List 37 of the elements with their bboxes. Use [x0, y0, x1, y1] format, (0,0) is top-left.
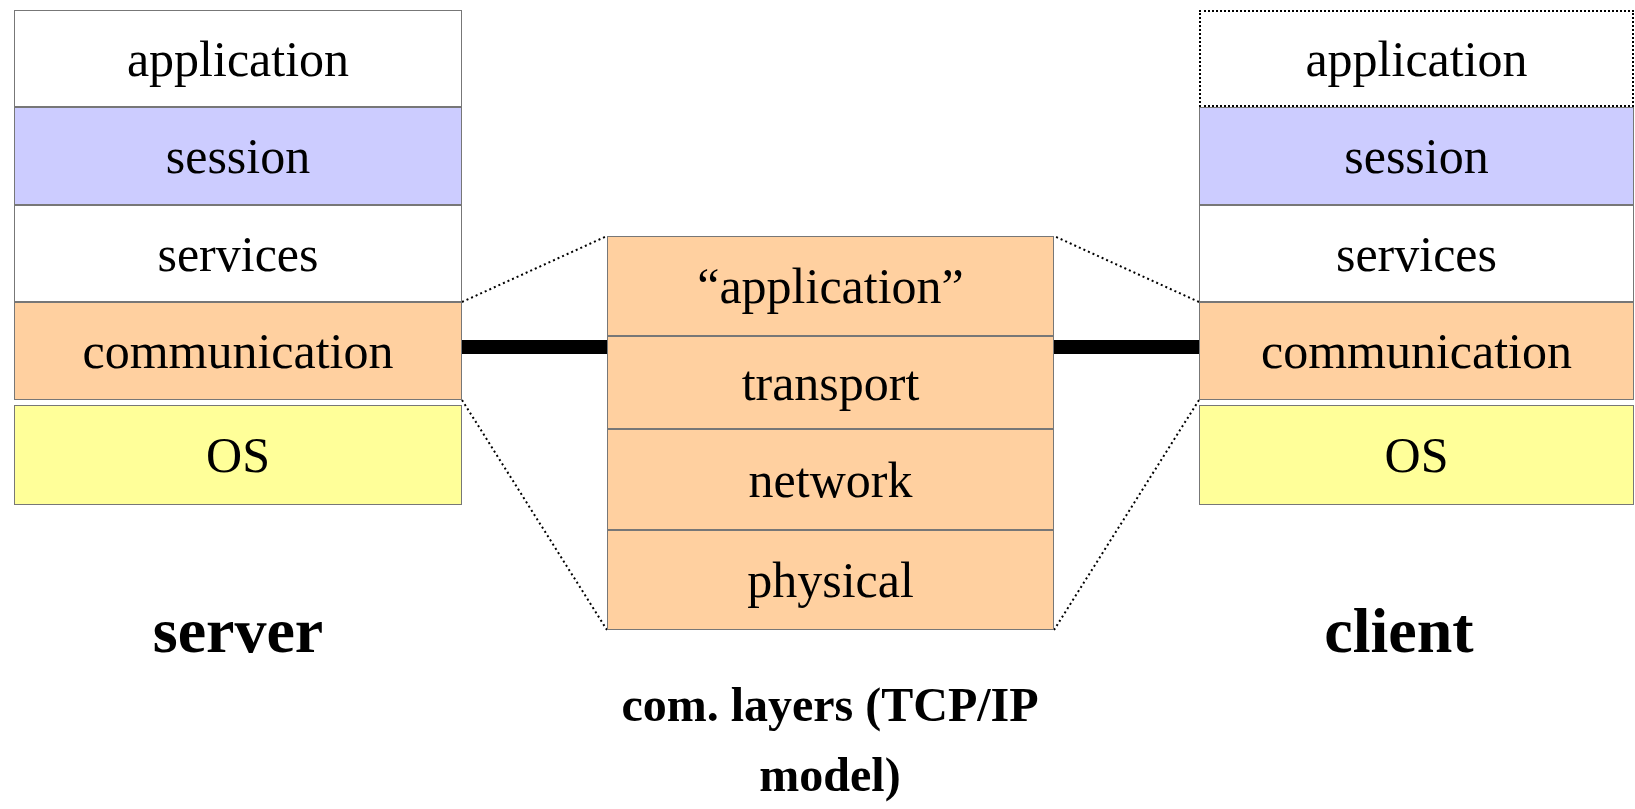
- zoom-line: [1053, 399, 1200, 631]
- layer-label: services: [157, 224, 319, 283]
- layer-box: [1199, 302, 1634, 400]
- layer-label: transport: [741, 353, 920, 412]
- zoom-line: [461, 399, 608, 631]
- layer-label: communication: [1260, 322, 1572, 380]
- layer-label: session: [165, 127, 311, 185]
- layer-label: communication: [82, 322, 394, 380]
- stack-caption: server: [151, 594, 325, 668]
- layer-box: [1199, 205, 1634, 302]
- layer-label: “application”: [697, 257, 964, 315]
- layer-box: [1199, 405, 1634, 505]
- layer-box: [607, 429, 1054, 530]
- layer-label: application: [126, 29, 350, 88]
- stack-caption: client: [1323, 594, 1475, 668]
- connection-line: [462, 340, 607, 355]
- layer-box: [14, 205, 462, 302]
- layer-label: application: [1305, 29, 1528, 88]
- layer-label: network: [748, 450, 913, 509]
- layer-box: [607, 530, 1054, 630]
- layer-label: OS: [206, 426, 270, 484]
- layer-box: [14, 302, 462, 400]
- zoom-line: [1053, 235, 1200, 303]
- layer-box: [607, 236, 1054, 336]
- layer-box: [607, 336, 1054, 429]
- layer-box: [14, 107, 462, 205]
- layer-box: [14, 405, 462, 505]
- layer-label: services: [1335, 224, 1497, 283]
- layer-label: physical: [747, 551, 914, 609]
- connection-line: [1054, 340, 1199, 355]
- layer-box: [1199, 107, 1634, 205]
- layer-label: OS: [1384, 426, 1449, 484]
- layer-label: session: [1344, 127, 1489, 185]
- zoom-line: [461, 235, 608, 303]
- stack-caption: com. layers (TCP/IP model): [620, 677, 1040, 804]
- layer-box: [1199, 10, 1634, 107]
- layer-box: [14, 10, 462, 107]
